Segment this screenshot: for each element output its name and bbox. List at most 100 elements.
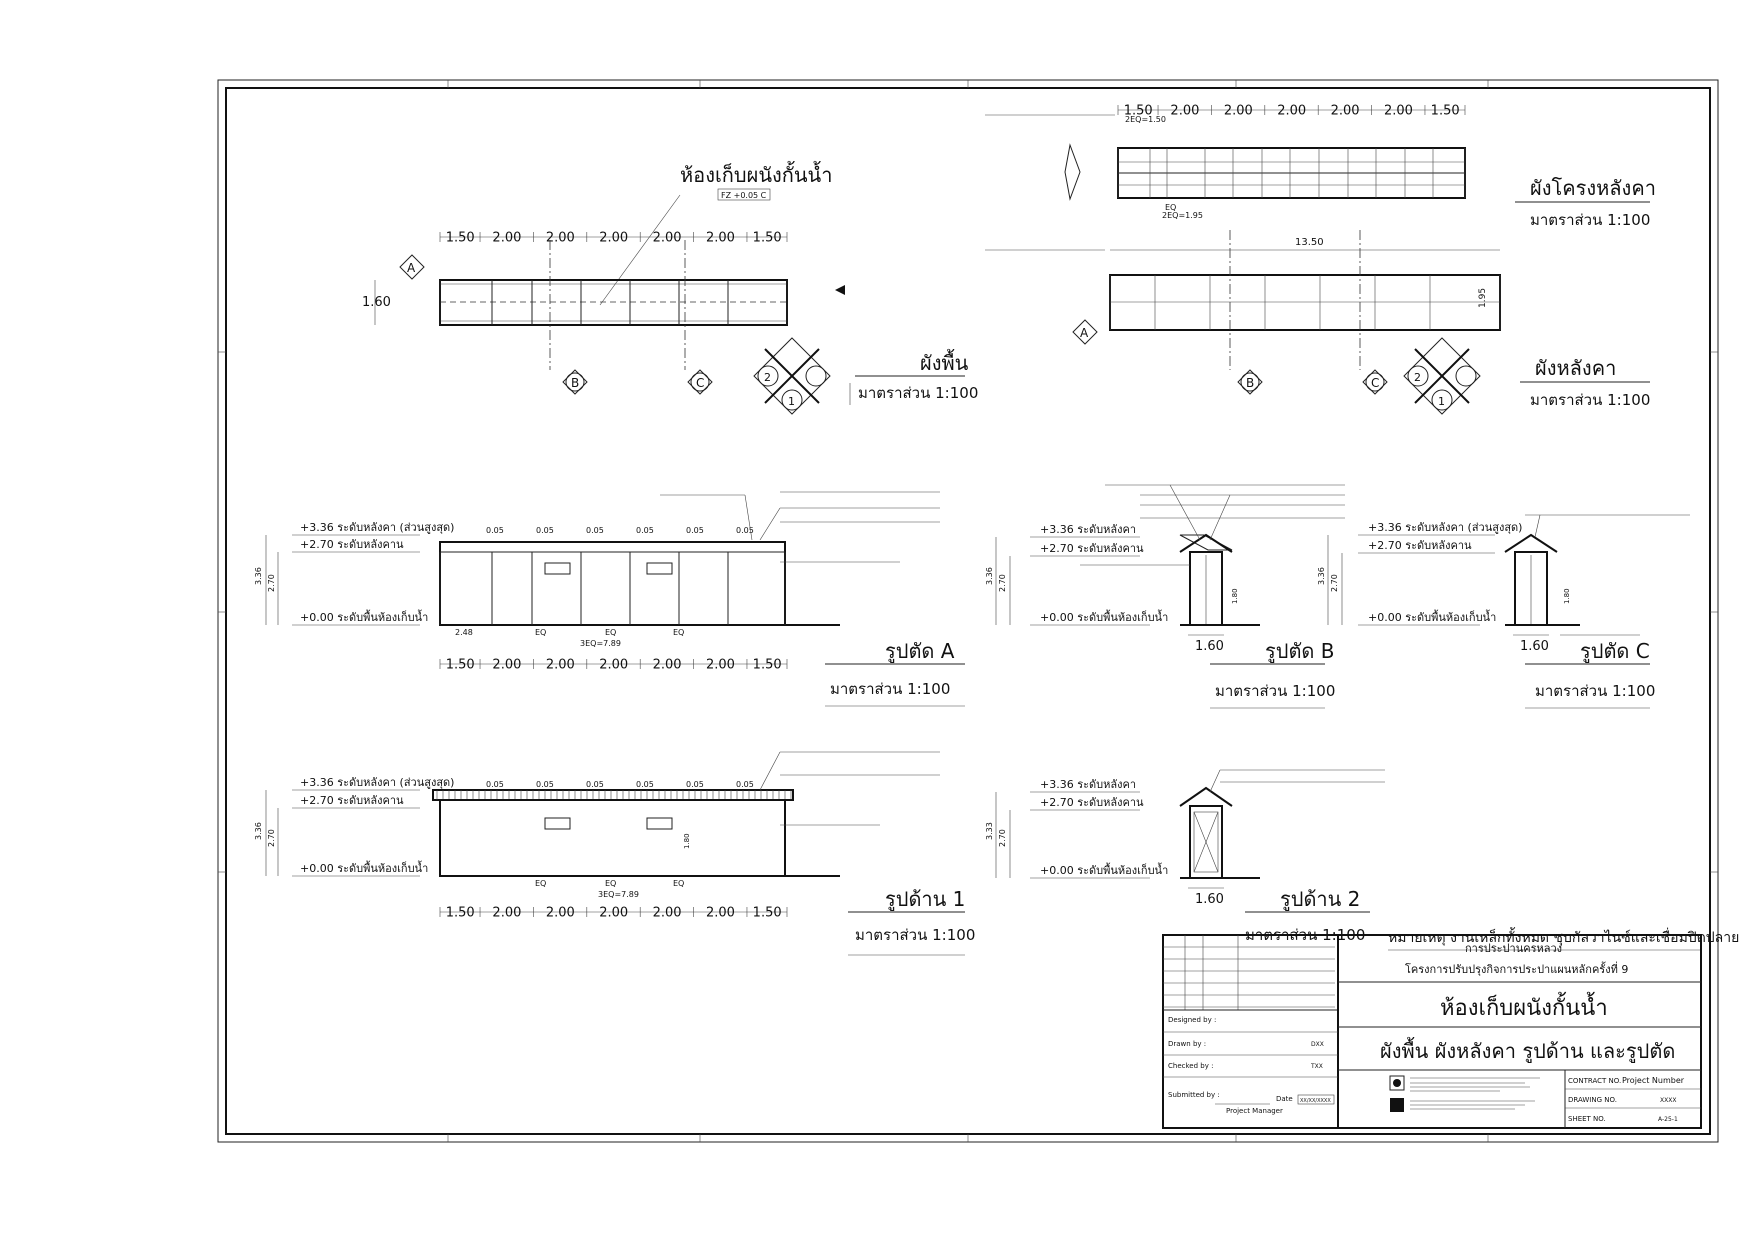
section-c-h270: 2.70 — [1330, 574, 1339, 592]
floor-plan-width: 1.60 — [362, 295, 391, 310]
sa-small-label: 0.05 — [686, 526, 704, 535]
partner-logo-icon — [1390, 1098, 1404, 1112]
section-a-columns — [439, 552, 786, 625]
elevation-1-h270: 2.70 — [267, 829, 276, 847]
roof-plan-grid-a: A — [1080, 326, 1089, 340]
roof-plan-title: ผังหลังคา — [1535, 356, 1616, 380]
compass-right-num-2: 2 — [1414, 371, 1421, 384]
elevation-2: +3.36 ระดับหลังคา +2.70 ระดับหลังคาน +0.… — [985, 769, 1385, 944]
sa-small-label: 0.05 — [586, 526, 604, 535]
section-c-level-floor: +0.00 ระดับพื้นห้องเก็บน้ำ — [1368, 609, 1496, 624]
compass-symbol-left: 2 1 — [753, 337, 831, 415]
submitted-by-label: Submitted by : — [1168, 1091, 1220, 1099]
e1-dims-label: 2.00 — [599, 906, 628, 921]
e1-small-label: 0.05 — [586, 780, 604, 789]
roof-frame-plan-scale: มาตราส่วน 1:100 — [1530, 211, 1650, 229]
elevation-2-title: รูปด้าน 2 — [1280, 887, 1360, 912]
fp-dims-label: 2.00 — [653, 231, 682, 246]
roof-frame-plan-title: ผังโครงหลังคา — [1530, 176, 1656, 200]
section-a-level-floor: +0.00 ระดับพื้นห้องเก็บน้ำ — [300, 609, 428, 624]
section-a-eq1: EQ — [535, 628, 546, 637]
elevation-1-total: 3EQ=7.89 — [598, 890, 639, 899]
elevation-1-level-beam: +2.70 ระดับหลังคาน — [300, 794, 404, 807]
compass-symbol-right: 2 1 — [1403, 337, 1481, 415]
roof-frame-eq: EQ — [1165, 203, 1176, 212]
drawing-name: ผังพื้น ผังหลังคา รูปด้าน และรูปตัด — [1380, 1037, 1675, 1064]
section-b-width: 1.60 — [1195, 639, 1224, 654]
compass-left-num-1: 1 — [788, 395, 795, 408]
section-b-h336: 3.36 — [985, 567, 994, 585]
contract-no-value: Project Number — [1622, 1076, 1685, 1085]
floor-plan-scale: มาตราส่วน 1:100 — [858, 384, 978, 402]
sa-dims-label: 2.00 — [653, 658, 682, 673]
sa-dims-label: 2.00 — [599, 658, 628, 673]
section-b-level-roof: +3.36 ระดับหลังคา — [1040, 523, 1136, 536]
sheet-no-value: A-25-1 — [1658, 1116, 1678, 1123]
floor-plan-room-label: ห้องเก็บผนังกั้นน้ำ — [680, 161, 832, 187]
sa-small-label: 0.05 — [536, 526, 554, 535]
sa-dims-label: 1.50 — [753, 658, 782, 673]
elevation-1-h336: 3.36 — [254, 822, 263, 840]
section-a-eq2: EQ — [605, 628, 616, 637]
e1-dims-label: 2.00 — [653, 906, 682, 921]
date-label: Date — [1276, 1095, 1293, 1103]
roof-plan-scale: มาตราส่วน 1:100 — [1530, 391, 1650, 409]
roof-plan-overall: 13.50 — [1295, 237, 1324, 248]
drawn-by-value: DXX — [1311, 1041, 1324, 1048]
e1-small-label: 0.05 — [536, 780, 554, 789]
drawing-no-value: XXXX — [1660, 1097, 1676, 1104]
elevation-2-h270: 2.70 — [998, 829, 1007, 847]
roof-plan-outline — [1109, 274, 1501, 331]
elevation-2-h333: 3.33 — [985, 822, 994, 840]
elevation-1-eq1: EQ — [535, 879, 546, 888]
roof-frame-purlins — [1117, 148, 1466, 198]
project-manager-label: Project Manager — [1226, 1107, 1283, 1115]
elevation-1-eq2: EQ — [605, 879, 616, 888]
rf-dims-label: 2.00 — [1224, 104, 1253, 119]
rf-dims-label: 2.00 — [1277, 104, 1306, 119]
elevation-1-eq3: EQ — [673, 879, 684, 888]
rf-dims-label: 1.50 — [1124, 104, 1153, 119]
section-b-title: รูปตัด B — [1265, 639, 1335, 664]
section-b-h270: 2.70 — [998, 574, 1007, 592]
sa-dims-label: 2.00 — [706, 658, 735, 673]
fp-dims-label: 2.00 — [706, 231, 735, 246]
e1-small-label: 0.05 — [686, 780, 704, 789]
e1-small-label: 0.05 — [736, 780, 754, 789]
e1-dims-label: 2.00 — [546, 906, 575, 921]
fp-dims-label: 2.00 — [492, 231, 521, 246]
roof-plan-width: 1.95 — [1478, 288, 1488, 308]
roof-plan-grid-c: C — [1371, 376, 1379, 390]
title-block: Designed by : Drawn by : DXX Checked by … — [1162, 934, 1702, 1129]
section-b: +3.36 ระดับหลังคา +2.70 ระดับหลังคาน +0.… — [985, 484, 1345, 709]
rf-dims-label: 2.00 — [1170, 104, 1199, 119]
e1-small-label: 0.05 — [486, 780, 504, 789]
section-c-title: รูปตัด C — [1580, 639, 1650, 664]
e1-dims-label: 1.50 — [446, 906, 475, 921]
section-c-level-roof: +3.36 ระดับหลังคา (ส่วนสูงสุด) — [1368, 521, 1522, 534]
elevation-1-scale: มาตราส่วน 1:100 — [855, 926, 975, 944]
section-a-title: รูปตัด A — [885, 639, 955, 664]
section-a-level-roof: +3.36 ระดับหลังคา (ส่วนสูงสุด) — [300, 521, 454, 534]
e1-small-label: 0.05 — [636, 780, 654, 789]
project-name: โครงการปรับปรุงกิจการประปาแผนหลักครั้งที… — [1405, 961, 1628, 976]
sa-dims-label: 2.00 — [546, 658, 575, 673]
sa-small-label: 0.05 — [736, 526, 754, 535]
section-a-eq3: EQ — [673, 628, 684, 637]
section-c-h336: 3.36 — [1317, 567, 1326, 585]
sa-dims-label: 1.50 — [446, 658, 475, 673]
section-c-level-beam: +2.70 ระดับหลังคาน — [1368, 539, 1472, 552]
drawing-no-label: DRAWING NO. — [1568, 1096, 1617, 1104]
elevation-2-level-beam: +2.70 ระดับหลังคาน — [1040, 796, 1144, 809]
roof-frame-2eq-top: 2EQ=1.50 — [1125, 115, 1166, 124]
sa-small-label: 0.05 — [636, 526, 654, 535]
elevation-1-level-roof: +3.36 ระดับหลังคา (ส่วนสูงสุด) — [300, 776, 454, 789]
fp-dims-label: 2.00 — [599, 231, 628, 246]
elevation-1: +3.36 ระดับหลังคา (ส่วนสูงสุด) +2.70 ระด… — [254, 751, 975, 956]
elevation-1-h180: 1.80 — [683, 833, 691, 849]
floor-plan-grid-a: A — [407, 261, 416, 275]
